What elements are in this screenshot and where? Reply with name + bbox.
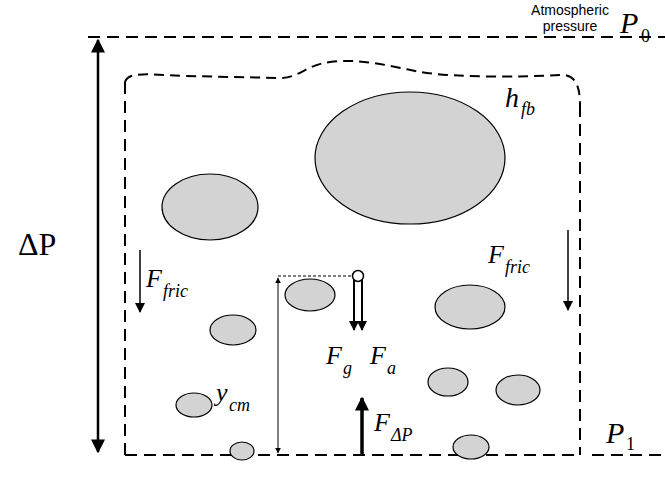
- gravity-arrow: [353, 278, 355, 330]
- force-subscript: g: [343, 359, 352, 377]
- acceleration-arrow: [361, 278, 363, 330]
- pressure-drop-arrow: [97, 40, 100, 452]
- force-subscript: a: [387, 359, 396, 377]
- pressure-force-arrow: [360, 398, 364, 455]
- pressure-symbol: P: [620, 8, 638, 38]
- pressure-subscript: 0: [641, 27, 650, 45]
- height-subscript: cm: [229, 396, 250, 414]
- force-subscript: fric: [505, 258, 530, 276]
- atmosphere-note: Atmospheric pressure: [528, 2, 612, 34]
- force-symbol: F: [326, 343, 342, 369]
- force-subscript: fric: [163, 282, 188, 300]
- left-wall: [124, 82, 126, 455]
- force-symbol: F: [488, 242, 504, 268]
- friction-arrow-right: [567, 230, 569, 310]
- force-symbol: F: [374, 410, 390, 436]
- cm-height-leader: [278, 276, 358, 277]
- ycm-dimension: [278, 278, 279, 453]
- friction-arrow-left: [139, 250, 141, 312]
- bed-height-subscript: fb: [521, 100, 535, 118]
- height-symbol: y: [216, 380, 228, 406]
- bubbles: [162, 92, 540, 460]
- force-subscript: ΔP: [391, 426, 413, 444]
- bed-height-symbol: h: [505, 84, 519, 112]
- force-symbol: F: [146, 266, 162, 292]
- pressure-drop-label: ΔP: [18, 228, 56, 260]
- top-boundary: [88, 36, 665, 38]
- bottom-boundary-extension: [592, 454, 662, 456]
- bottom-boundary: [125, 454, 580, 456]
- center-of-mass: [353, 271, 364, 282]
- right-wall: [579, 105, 581, 455]
- pressure-subscript: 1: [626, 435, 635, 453]
- pressure-symbol: P: [606, 418, 624, 448]
- force-symbol: F: [370, 343, 386, 369]
